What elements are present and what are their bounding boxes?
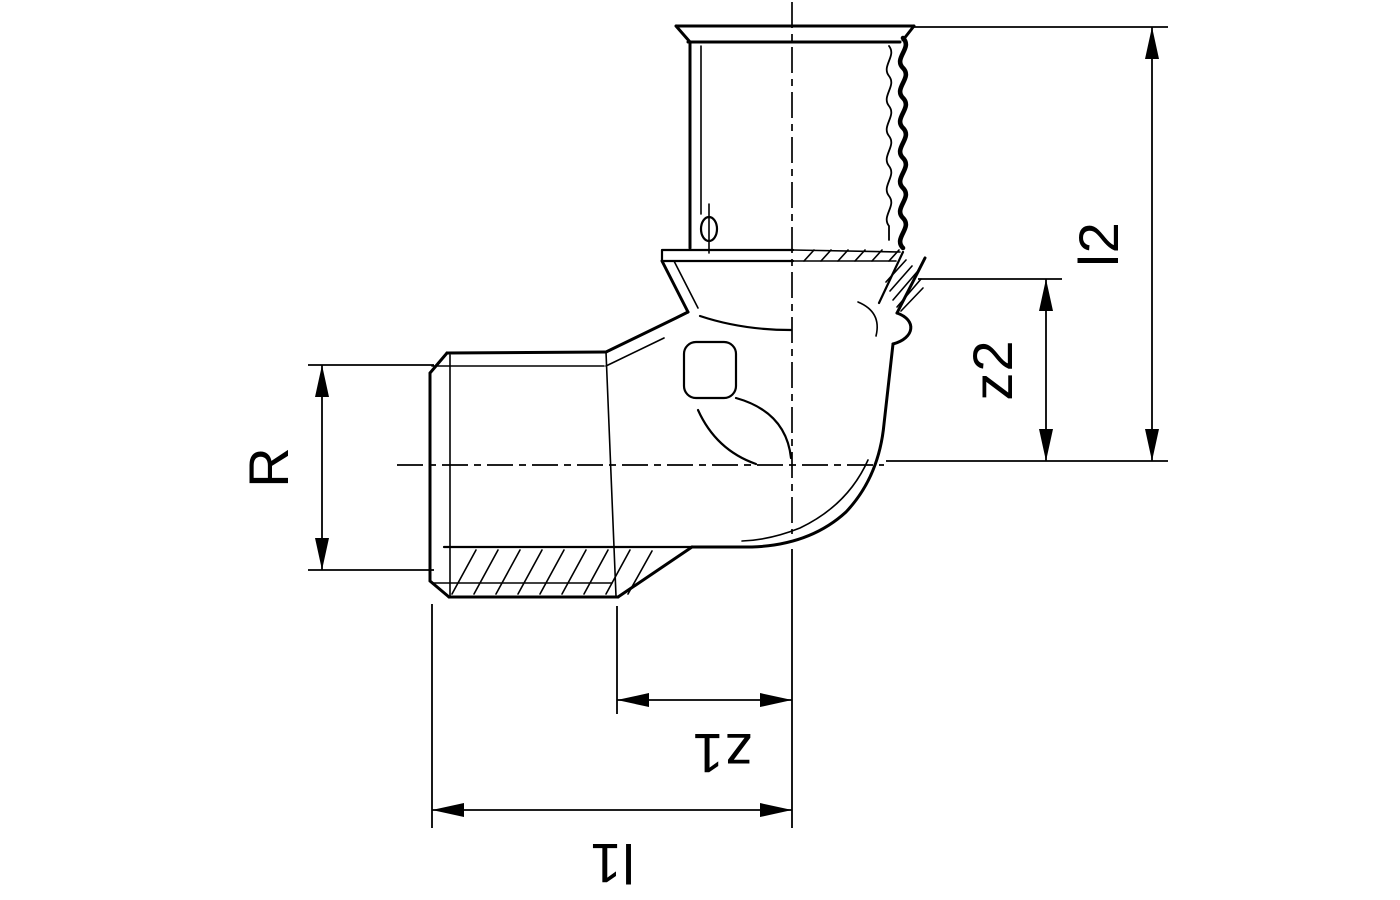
socket-floor-arc <box>698 314 793 332</box>
dimension-R: R <box>237 364 434 571</box>
ext-line <box>431 549 793 828</box>
socket-top-rim <box>674 24 916 44</box>
arrow-up-icon <box>315 365 329 397</box>
arrow-right-icon <box>760 693 792 707</box>
body-upper-taper <box>604 310 690 354</box>
dim-label-z1: z1 <box>691 722 752 785</box>
socket-cone-left-inner <box>673 260 699 309</box>
arrow-right-icon <box>760 803 792 817</box>
pipe-fitting-outline <box>428 24 927 599</box>
arrow-down-icon <box>1039 429 1053 461</box>
hex-boundary-line <box>605 351 617 597</box>
socket-flange <box>660 248 795 263</box>
inner-elbow-arc-2 <box>696 408 758 466</box>
arrow-down-icon <box>1145 429 1159 461</box>
dimension-z2: z2 <box>918 278 1062 461</box>
thread-top-edge <box>445 350 608 355</box>
dim-label-l1: l1 <box>589 832 635 895</box>
body-lower-taper <box>616 545 694 599</box>
inner-elbow-arc <box>734 396 793 460</box>
arrow-down-icon <box>315 538 329 570</box>
socket-cone-right <box>895 256 927 315</box>
elbow-outer-wall <box>690 342 895 549</box>
ext-line <box>308 364 434 571</box>
dimension-l1: l1 <box>431 549 793 895</box>
dimension-l2: l2 <box>886 26 1168 462</box>
thread-section-hatch <box>451 549 653 595</box>
body-upper-taper-inner <box>605 337 665 367</box>
dim-label-z2: z2 <box>961 339 1024 400</box>
socket-cone-left <box>660 259 690 314</box>
corrugated-inner-profile <box>885 45 893 241</box>
arrow-left-icon <box>617 693 649 707</box>
inner-boss <box>682 340 738 400</box>
dimension-z1: z1 <box>616 606 792 785</box>
dim-label-R: R <box>237 446 300 487</box>
arrow-up-icon <box>1039 279 1053 311</box>
cone-section-hatch <box>885 259 924 312</box>
corrugated-press-profile <box>897 35 909 251</box>
arrow-left-icon <box>432 803 464 817</box>
centerlines <box>397 2 884 534</box>
socket-bead-inner <box>857 301 878 337</box>
socket-bead <box>891 311 913 346</box>
thread-left-face <box>428 351 451 599</box>
elbow-wall-inner <box>741 459 869 542</box>
flange-section-hatch <box>803 249 900 262</box>
arrow-up-icon <box>1145 27 1159 59</box>
ext-line <box>886 26 1168 462</box>
dim-label-l2: l2 <box>1067 221 1130 267</box>
